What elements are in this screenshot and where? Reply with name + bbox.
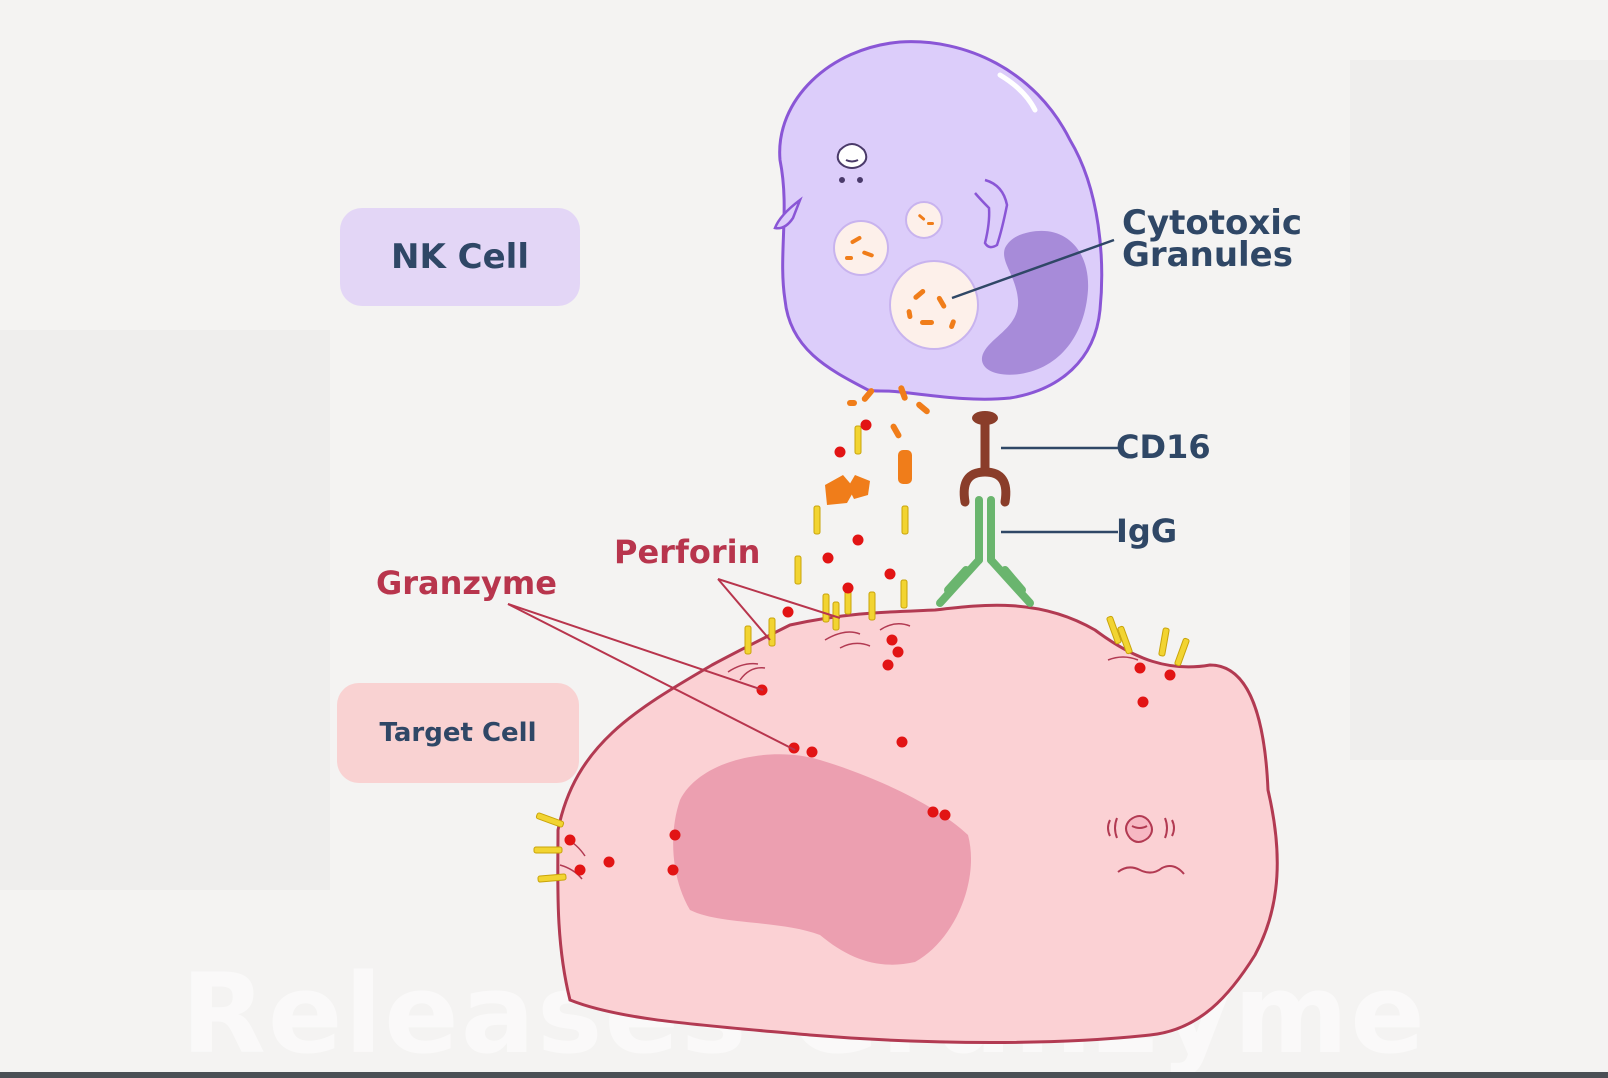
granzyme-dot — [667, 864, 679, 876]
cd16-receptor — [959, 413, 1011, 507]
scared-face-icon — [1107, 815, 1185, 875]
granzyme-dot — [834, 446, 846, 458]
granzyme-dot — [1134, 662, 1146, 674]
perforin-rod — [868, 591, 876, 621]
perforin-rod — [794, 555, 802, 585]
granzyme-dot — [886, 634, 898, 646]
released-granules — [825, 385, 930, 505]
granzyme-dot — [782, 606, 794, 618]
perforin-rod — [535, 812, 565, 828]
cytotoxic-granules-label-line2: Granules — [1122, 235, 1293, 275]
nk-cell-arms — [773, 178, 1009, 249]
cd16-anchor — [972, 411, 998, 425]
perforin-rod — [900, 579, 908, 609]
igg-antibody — [936, 496, 1034, 607]
granzyme-dot — [842, 582, 854, 594]
granzyme-dot — [564, 834, 576, 846]
granzyme-dot — [1137, 696, 1149, 708]
nk-highlight — [997, 72, 1038, 113]
sleepy-face-icon — [836, 143, 868, 183]
nk-cell-label: NK Cell — [340, 208, 580, 306]
granzyme-dot — [852, 534, 864, 546]
perforin-rod — [744, 625, 752, 655]
granzyme-dot — [860, 419, 872, 431]
granzyme-dot — [939, 809, 951, 821]
granzyme-dot — [927, 806, 939, 818]
background-panel — [1350, 60, 1608, 760]
perforin-rod — [813, 505, 821, 535]
granzyme-molecules — [564, 419, 1176, 876]
igg-label: IgG — [1116, 512, 1177, 550]
nk-cell-nucleus — [981, 230, 1089, 375]
annotation-pointer-lines — [507, 578, 841, 751]
video-progress-bar[interactable] — [0, 1072, 1608, 1078]
granzyme-dot — [574, 864, 586, 876]
granzyme-dot — [669, 829, 681, 841]
perforin-rod — [854, 425, 862, 455]
membrane-disruption-lines — [559, 623, 1139, 880]
perforin-rod — [822, 593, 830, 623]
perforin-rod — [768, 617, 776, 647]
cd16-label: CD16 — [1116, 428, 1211, 466]
perforin-rod — [901, 505, 909, 535]
granzyme-dot — [822, 552, 834, 564]
perforin-label: Perforin — [614, 533, 760, 571]
perforin-rod — [533, 846, 563, 854]
granzyme-dot — [892, 646, 904, 658]
label-pointer-lines — [951, 238, 1118, 534]
target-cell-label: Target Cell — [337, 683, 579, 783]
cytotoxic-granules — [833, 201, 979, 350]
granzyme-dot — [1164, 669, 1176, 681]
perforin-rod — [1158, 627, 1170, 657]
granzyme-dot — [884, 568, 896, 580]
perforin-rod — [1174, 637, 1190, 667]
target-cell-nucleus — [673, 754, 972, 965]
cytotoxic-granules-label-line1: Cytotoxic — [1122, 203, 1302, 243]
background-panel — [0, 330, 330, 890]
granzyme-label: Granzyme — [376, 564, 557, 602]
perforin-rod — [1117, 625, 1133, 655]
perforin-rod — [1106, 615, 1122, 645]
granzyme-dot — [896, 736, 908, 748]
granzyme-dot — [603, 856, 615, 868]
granzyme-dot — [788, 742, 800, 754]
perforin-rod — [537, 873, 567, 883]
granzyme-dot — [806, 746, 818, 758]
granzyme-dot — [882, 659, 894, 671]
